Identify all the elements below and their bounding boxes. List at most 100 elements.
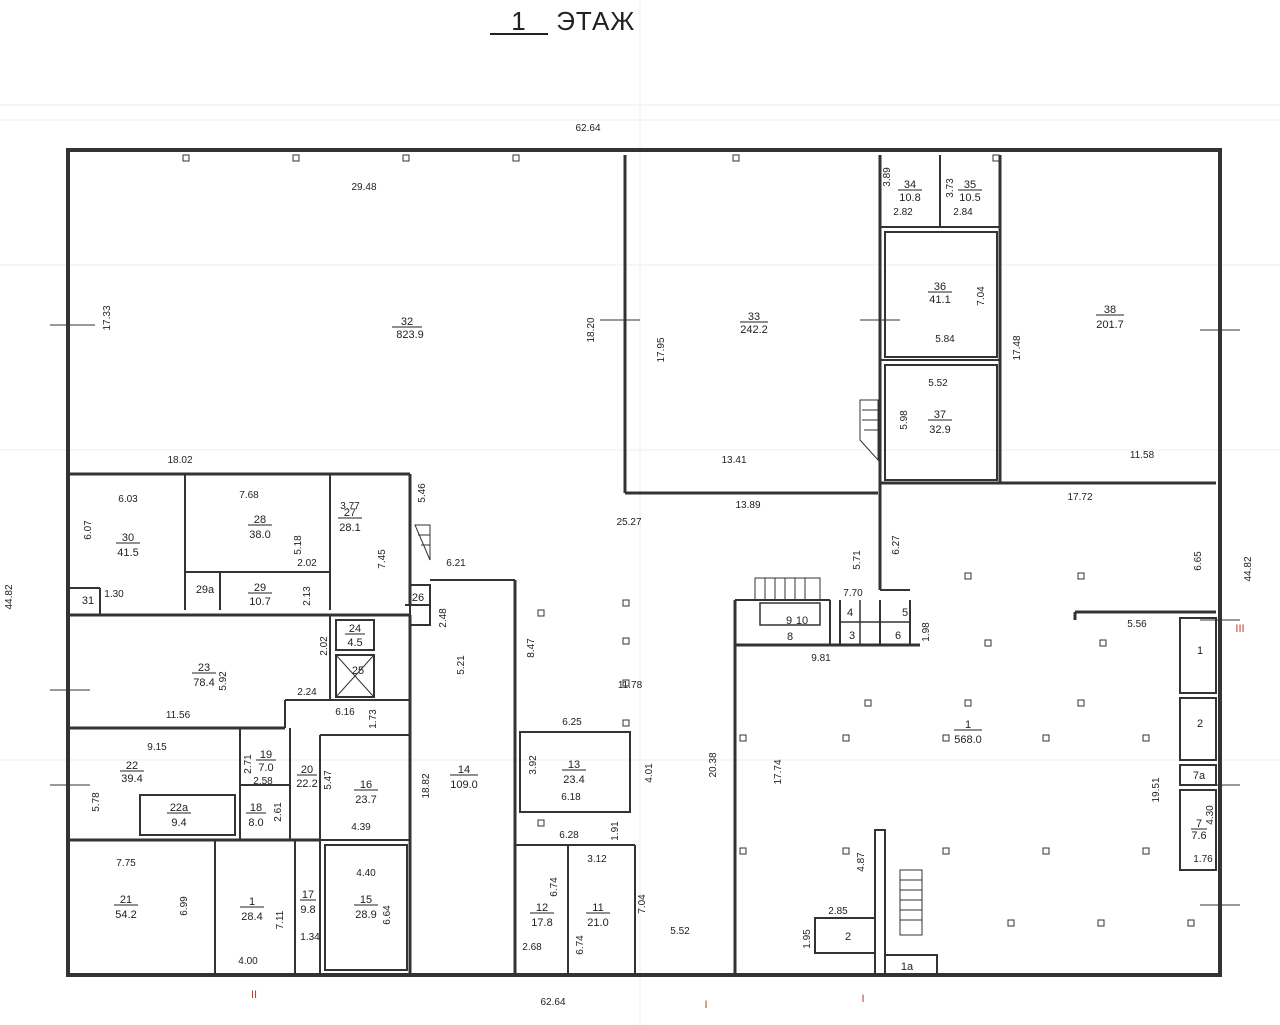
dim: 5.21 bbox=[456, 655, 467, 675]
small-room-labels: 29a 31 26 25 9 10 8 4 5 3 6 1 2 7a 2 1a bbox=[82, 584, 1206, 973]
floor-number: 1 bbox=[490, 8, 548, 35]
dimensions-vertical: 44.82 44.82 17.33 18.20 17.95 3.89 3.73 … bbox=[4, 167, 1254, 955]
dim: 5.46 bbox=[417, 483, 428, 503]
label-25: 25 bbox=[352, 665, 364, 677]
dim-top-width: 62.64 bbox=[575, 123, 600, 134]
dim: 4.39 bbox=[351, 822, 371, 833]
dim: 6.99 bbox=[179, 896, 190, 916]
dim: 25.27 bbox=[616, 517, 641, 528]
dim: 1.76 bbox=[1193, 854, 1213, 865]
dim: 9.81 bbox=[811, 653, 831, 664]
svg-text:35: 35 bbox=[964, 179, 976, 191]
axis-marks: II I I III bbox=[251, 623, 1245, 1011]
svg-text:23.7: 23.7 bbox=[355, 794, 376, 806]
svg-text:32.9: 32.9 bbox=[929, 424, 950, 436]
svg-text:28.9: 28.9 bbox=[355, 909, 376, 921]
dim: 11.78 bbox=[618, 680, 643, 691]
svg-text:242.2: 242.2 bbox=[740, 324, 768, 336]
svg-text:21: 21 bbox=[120, 894, 132, 906]
dim: 1.30 bbox=[104, 589, 124, 600]
label-2-bottom: 2 bbox=[845, 931, 851, 943]
svg-text:19: 19 bbox=[260, 749, 272, 761]
label-9: 9 bbox=[786, 615, 792, 627]
svg-text:109.0: 109.0 bbox=[450, 779, 478, 791]
svg-text:4.5: 4.5 bbox=[347, 637, 362, 649]
svg-text:22a: 22a bbox=[170, 802, 189, 814]
dim: 7.68 bbox=[239, 490, 259, 501]
svg-text:30: 30 bbox=[122, 532, 134, 544]
dim: 4.40 bbox=[356, 868, 376, 879]
dim: 5.92 bbox=[218, 671, 229, 691]
svg-text:37: 37 bbox=[934, 409, 946, 421]
dim: 4.00 bbox=[238, 956, 258, 967]
svg-text:39.4: 39.4 bbox=[121, 773, 142, 785]
room-7: 77.6 bbox=[1191, 818, 1207, 842]
svg-text:14: 14 bbox=[458, 764, 470, 776]
dim: 6.28 bbox=[559, 830, 579, 841]
axis-mark-i-b: I bbox=[861, 993, 864, 1005]
axis-mark-i-a: I bbox=[704, 999, 707, 1011]
svg-text:22.2: 22.2 bbox=[296, 778, 317, 790]
dim: 4.87 bbox=[856, 852, 867, 872]
dim: 6.64 bbox=[382, 905, 393, 925]
label-2-right: 2 bbox=[1197, 718, 1203, 730]
dim: 13.89 bbox=[735, 500, 760, 511]
label-5: 5 bbox=[902, 607, 908, 619]
svg-text:38: 38 bbox=[1104, 304, 1116, 316]
stairs bbox=[414, 399, 923, 936]
svg-text:17: 17 bbox=[302, 889, 314, 901]
room-1-small: 128.4 bbox=[240, 896, 264, 923]
dim: 1.34 bbox=[300, 932, 320, 943]
page-title: 1 ЭТАЖ bbox=[490, 6, 635, 37]
svg-text:28.4: 28.4 bbox=[241, 911, 262, 923]
room-37: 37 32.9 bbox=[928, 409, 952, 436]
svg-text:7.0: 7.0 bbox=[258, 762, 273, 774]
dim: 4.30 bbox=[1205, 805, 1216, 825]
dim: 2.71 bbox=[243, 754, 254, 774]
dim: 6.74 bbox=[575, 935, 586, 955]
dim: 9.15 bbox=[147, 742, 167, 753]
dim: 1.91 bbox=[610, 821, 621, 841]
dim: 6.16 bbox=[335, 707, 355, 718]
svg-text:28.1: 28.1 bbox=[339, 522, 360, 534]
dim: 7.75 bbox=[116, 858, 136, 869]
dim: 18.02 bbox=[167, 455, 192, 466]
dim: 4.01 bbox=[644, 763, 655, 783]
dim: 7.70 bbox=[843, 588, 863, 599]
dim-left-height: 44.82 bbox=[4, 584, 15, 609]
dim: 1.95 bbox=[802, 929, 813, 949]
room-19: 197.0 bbox=[256, 749, 276, 774]
label-29a: 29a bbox=[196, 584, 215, 596]
dim: 17.72 bbox=[1067, 492, 1092, 503]
svg-text:23.4: 23.4 bbox=[563, 774, 584, 786]
dim: 18.82 bbox=[421, 773, 432, 798]
room-17: 179.8 bbox=[300, 889, 316, 916]
dim: 2.02 bbox=[319, 636, 330, 656]
dim: 11.56 bbox=[166, 710, 191, 721]
svg-text:18: 18 bbox=[250, 802, 262, 814]
svg-text:32: 32 bbox=[401, 316, 413, 328]
dim: 19.51 bbox=[1151, 777, 1162, 802]
dim: 5.18 bbox=[293, 535, 304, 555]
walls bbox=[66, 148, 1222, 977]
svg-text:15: 15 bbox=[360, 894, 372, 906]
dim: 17.74 bbox=[773, 759, 784, 784]
svg-text:23: 23 bbox=[198, 662, 210, 674]
svg-text:9.8: 9.8 bbox=[300, 904, 315, 916]
dim: 5.56 bbox=[1127, 619, 1147, 630]
dim: 3.89 bbox=[882, 167, 893, 187]
dim: 5.98 bbox=[899, 410, 910, 430]
dim: 5.84 bbox=[935, 334, 955, 345]
dim: 6.65 bbox=[1193, 551, 1204, 571]
dim-right-height: 44.82 bbox=[1243, 556, 1254, 581]
